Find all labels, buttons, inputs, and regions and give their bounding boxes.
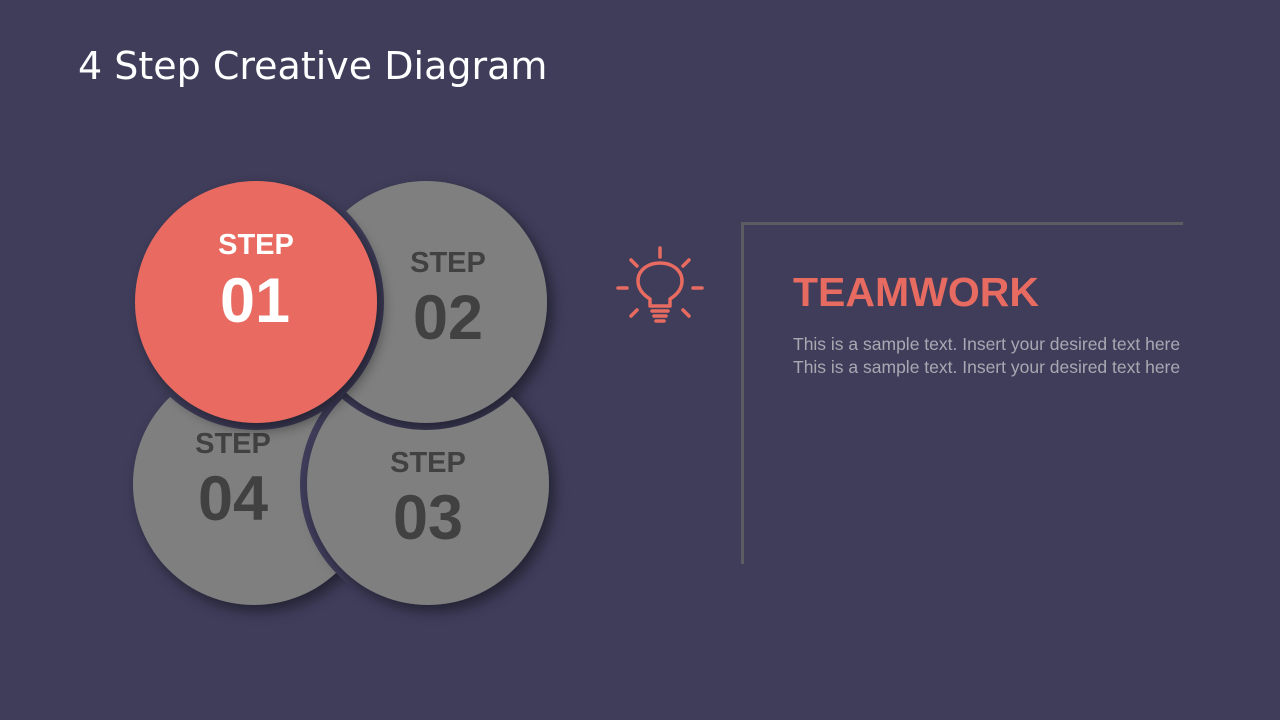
- content-body-text: This is a sample text. Insert your desir…: [793, 334, 1181, 377]
- step-03-group[interactable]: STEP 03: [307, 363, 549, 605]
- step-03-number: 03: [393, 483, 463, 553]
- step-02-label: STEP: [410, 247, 486, 279]
- step-01-number: 01: [220, 266, 290, 336]
- step-04-group[interactable]: STEP 04: [133, 363, 375, 605]
- lightbulb-icon: [616, 246, 704, 323]
- step-04-label: STEP: [195, 428, 271, 460]
- content-heading: TEAMWORK: [793, 269, 1039, 315]
- step-03-circle[interactable]: [307, 363, 549, 605]
- slide-title: 4 Step Creative Diagram: [78, 44, 548, 88]
- step-04-number: 04: [198, 464, 268, 534]
- step-04-circle[interactable]: [133, 363, 375, 605]
- step-03-label: STEP: [390, 447, 466, 479]
- step-02-number: 02: [413, 283, 483, 353]
- step-02-group[interactable]: STEP 02: [305, 181, 547, 423]
- content-frame-top-border: [741, 222, 1183, 225]
- content-frame-left-border: [741, 222, 744, 564]
- step-01-group[interactable]: STEP 01: [135, 181, 377, 423]
- step-01-circle[interactable]: [135, 181, 377, 423]
- step-01-label: STEP: [218, 229, 294, 261]
- step-02-circle[interactable]: [305, 181, 547, 423]
